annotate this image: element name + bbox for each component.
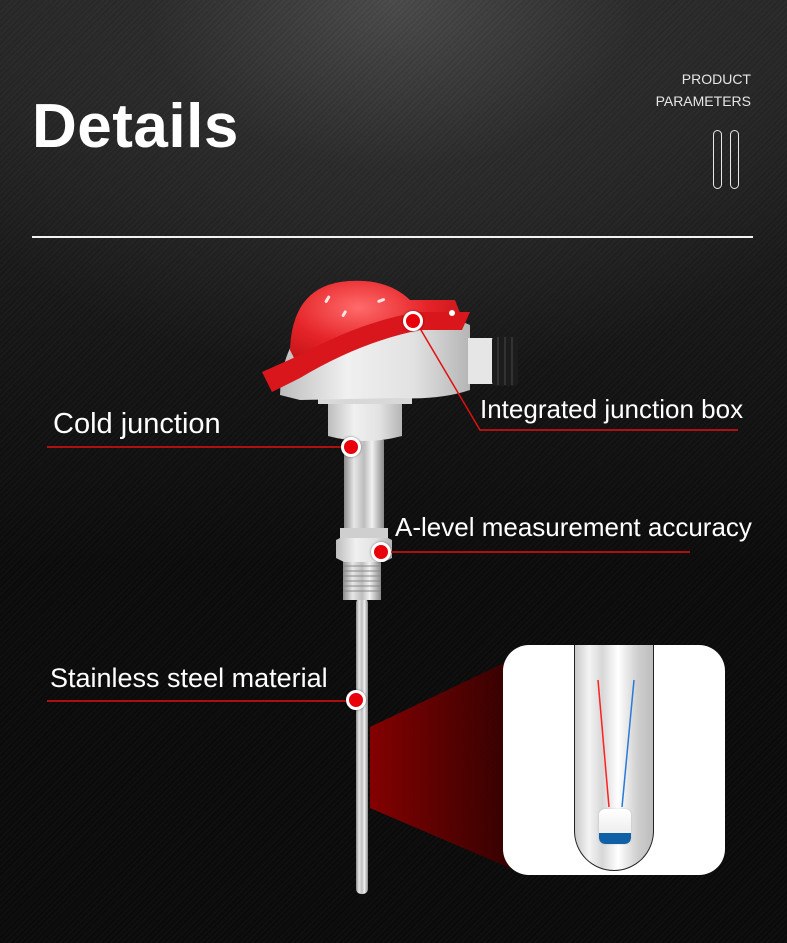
hotspot-junction-box[interactable]	[403, 311, 423, 331]
header-divider	[32, 236, 753, 238]
subtitle-line-2: PARAMETERS	[655, 93, 751, 109]
hotspot-accuracy[interactable]	[371, 542, 391, 562]
hotspot-cold-junction[interactable]	[341, 437, 361, 457]
sensor-detail-panel	[503, 645, 725, 875]
pill-icon	[730, 130, 739, 189]
zoom-beam	[370, 660, 510, 868]
subtitle-line-1: PRODUCT	[681, 71, 751, 87]
thermocouple-wires-icon	[597, 679, 635, 808]
callout-cold-junction: Cold junction	[53, 408, 221, 440]
sensor-element-icon	[599, 809, 631, 844]
callout-junction-box: Integrated junction box	[480, 394, 744, 424]
callout-accuracy: A-level measurement accuracy	[395, 512, 752, 542]
hotspot-stainless-steel[interactable]	[346, 690, 366, 710]
section-subtitle: PRODUCT PARAMETERS	[656, 68, 751, 112]
callout-stainless-steel: Stainless steel material	[50, 663, 328, 693]
page-title: Details	[32, 92, 239, 161]
pill-icon	[713, 130, 722, 189]
